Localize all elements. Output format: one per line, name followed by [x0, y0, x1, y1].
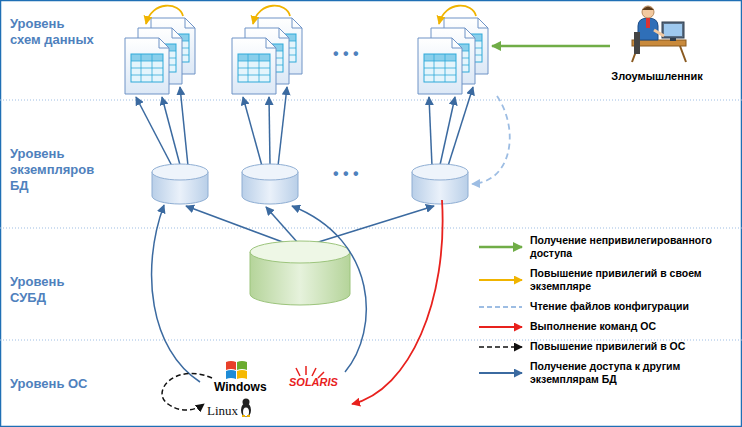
legend-text: Выполнение команд ОС — [530, 320, 738, 333]
os-logo-text: SOLARIS — [289, 377, 338, 388]
os-logo-text: Linux — [207, 404, 238, 417]
legend-row: Чтение файлов конфигурации — [478, 300, 738, 313]
legend-row: Повышение привилегий в ОС — [478, 340, 738, 353]
legend-text: Повышение привилегий в своем экземпляре — [530, 267, 738, 293]
legend-text: Чтение файлов конфигурации — [530, 300, 738, 313]
legend-line-sample — [478, 274, 524, 286]
legend-row: Выполнение команд ОС — [478, 320, 738, 333]
legend-line-sample — [478, 241, 524, 253]
level-band: Уровень схем данныхЗлоумышленник — [0, 0, 742, 100]
ellipsis-dots: • • • — [333, 166, 359, 182]
legend-text: Повышение привилегий в ОС — [530, 340, 738, 353]
level-label: Уровень экземпляров БД — [10, 146, 96, 194]
legend-text: Получение непривилегированного доступа — [530, 234, 738, 260]
level-label: Уровень ОС — [10, 376, 96, 392]
legend-text: Получение доступа к другим экземплярам Б… — [530, 360, 738, 386]
legend-line-sample — [478, 341, 524, 353]
legend-row: Получение непривилегированного доступа — [478, 234, 738, 260]
legend-line-sample — [478, 367, 524, 379]
attacker-label: Злоумышленник — [611, 70, 703, 82]
level-band: Уровень экземпляров БД — [0, 100, 742, 228]
legend-row: Получение доступа к другим экземплярам Б… — [478, 360, 738, 386]
level-band: Уровень ОС — [0, 340, 742, 427]
legend-line-sample — [478, 301, 524, 313]
legend-line-sample — [478, 321, 524, 333]
os-logo-text: Windows — [214, 381, 267, 393]
level-label: Уровень СУБД — [10, 274, 96, 306]
ellipsis-dots: • • • — [333, 46, 359, 62]
attacker-figure: Злоумышленник — [598, 2, 716, 82]
legend-row: Повышение привилегий в своем экземпляре — [478, 267, 738, 293]
level-label: Уровень схем данных — [10, 16, 96, 48]
